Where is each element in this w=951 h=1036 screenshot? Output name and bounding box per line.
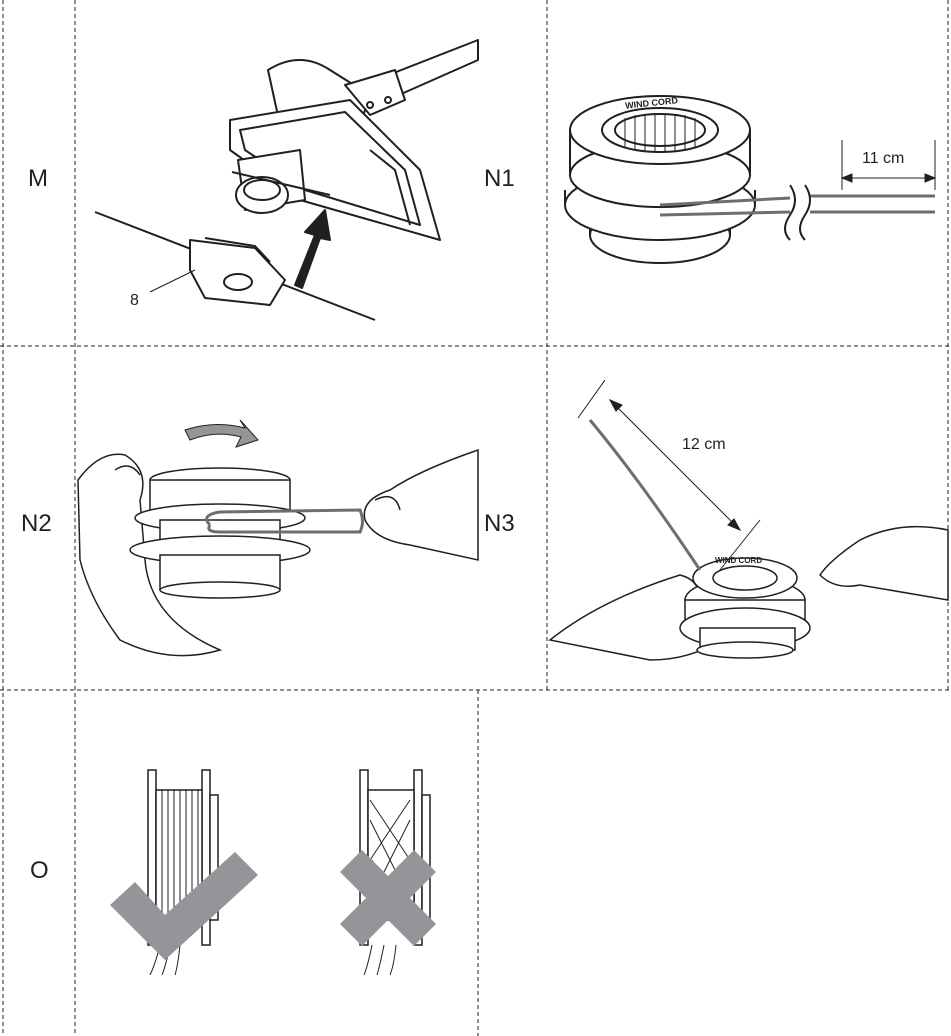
step-label-n2: N2 <box>21 510 52 537</box>
measure-11cm: 11 cm <box>862 150 905 167</box>
check-icon <box>110 852 258 960</box>
step-label-o: O <box>30 857 49 884</box>
part-callout-8: 8 <box>130 292 139 309</box>
cross-icon <box>340 850 436 946</box>
step-label-n3: N3 <box>484 510 515 537</box>
step-label-m: M <box>28 165 48 192</box>
spool-text-n3: WIND CORD <box>715 556 763 565</box>
step-label-n1: N1 <box>484 165 515 192</box>
measure-12cm: 12 cm <box>682 436 726 453</box>
